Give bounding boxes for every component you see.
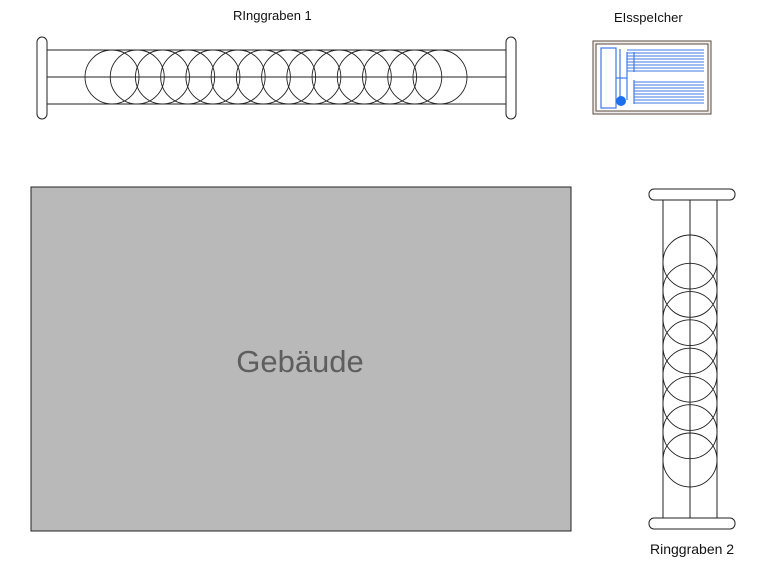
ring2-coil — [662, 234, 718, 290]
building-rect — [30, 186, 572, 532]
ring1-coil — [261, 49, 317, 105]
storage-label: EIsspeIcher — [614, 10, 683, 25]
ring1-coil — [135, 49, 190, 105]
ring2-coil — [662, 291, 718, 347]
ring2-coils — [662, 234, 718, 488]
ring1-coil — [387, 49, 443, 105]
ring1-coil — [84, 49, 140, 105]
ring1-coil — [311, 49, 367, 105]
ring1-coil — [160, 49, 216, 105]
ring1-coils — [84, 49, 468, 105]
ring2-coil — [662, 404, 718, 460]
ring2-coil — [662, 375, 718, 431]
building-label: Gebäude — [236, 344, 364, 379]
ring1-left-header — [36, 36, 48, 120]
ring1-coil — [235, 49, 291, 105]
ring2-coil — [662, 262, 718, 318]
ring2-top-header — [648, 188, 736, 201]
ring2-coil — [662, 319, 718, 375]
building: Gebäude — [30, 186, 572, 532]
ring1-coil — [286, 49, 342, 105]
ring2-coil — [662, 432, 718, 488]
ring2-label: Ringgraben 2 — [650, 541, 735, 557]
ring-trench-1 — [36, 36, 517, 120]
ring1-coil — [412, 49, 468, 105]
ring2-coil — [662, 347, 718, 403]
ring1-coil — [109, 49, 165, 105]
storage-inner — [595, 43, 709, 112]
ring1-coil — [185, 49, 241, 105]
ring-trench-2 — [648, 188, 736, 530]
storage-dot — [616, 96, 626, 106]
ring1-right-header — [505, 36, 517, 120]
ring1-coil — [210, 49, 266, 105]
ring1-coil — [362, 49, 417, 105]
storage-heat-exchanger — [600, 47, 704, 109]
ice-storage — [592, 40, 712, 115]
ring2-bottom-header — [648, 517, 736, 530]
ring1-coil — [336, 49, 392, 105]
ring1-label: RInggraben 1 — [233, 8, 312, 23]
